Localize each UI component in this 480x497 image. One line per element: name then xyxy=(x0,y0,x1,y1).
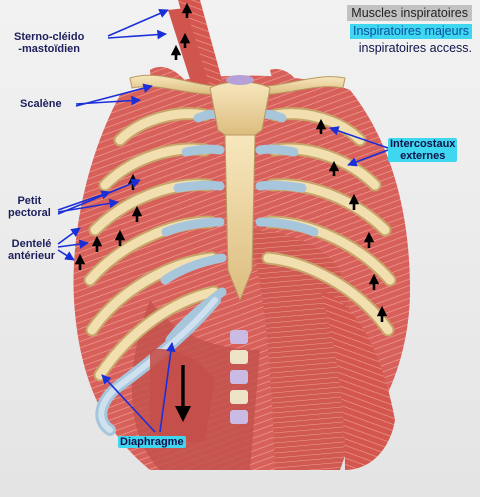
vertebrae xyxy=(230,330,248,424)
label-dentele-anterieur: Dentelé antérieur xyxy=(8,238,56,262)
label-petit-pectoral: Petit pectoral xyxy=(8,195,51,219)
label-scalene: Scalène xyxy=(20,98,62,110)
label-sterno-cleido-mastoidien: Sterno-cléido -mastoïdien xyxy=(14,31,85,55)
annotation-arrows xyxy=(57,9,389,433)
legend: Muscles inspiratoires Inspiratoires maje… xyxy=(347,5,472,56)
ribs-left xyxy=(83,107,227,436)
sternum xyxy=(209,75,271,302)
legend-major: Inspiratoires majeurs xyxy=(349,24,472,39)
legend-accessory: inspiratoires access. xyxy=(358,41,472,55)
legend-title: Muscles inspiratoires xyxy=(347,5,472,21)
label-diaphragme: Diaphragme xyxy=(118,436,186,448)
ribs-right xyxy=(255,107,397,337)
label-intercostaux-externes: Intercostaux externes xyxy=(388,138,458,162)
down-arrow-icon xyxy=(175,365,191,422)
